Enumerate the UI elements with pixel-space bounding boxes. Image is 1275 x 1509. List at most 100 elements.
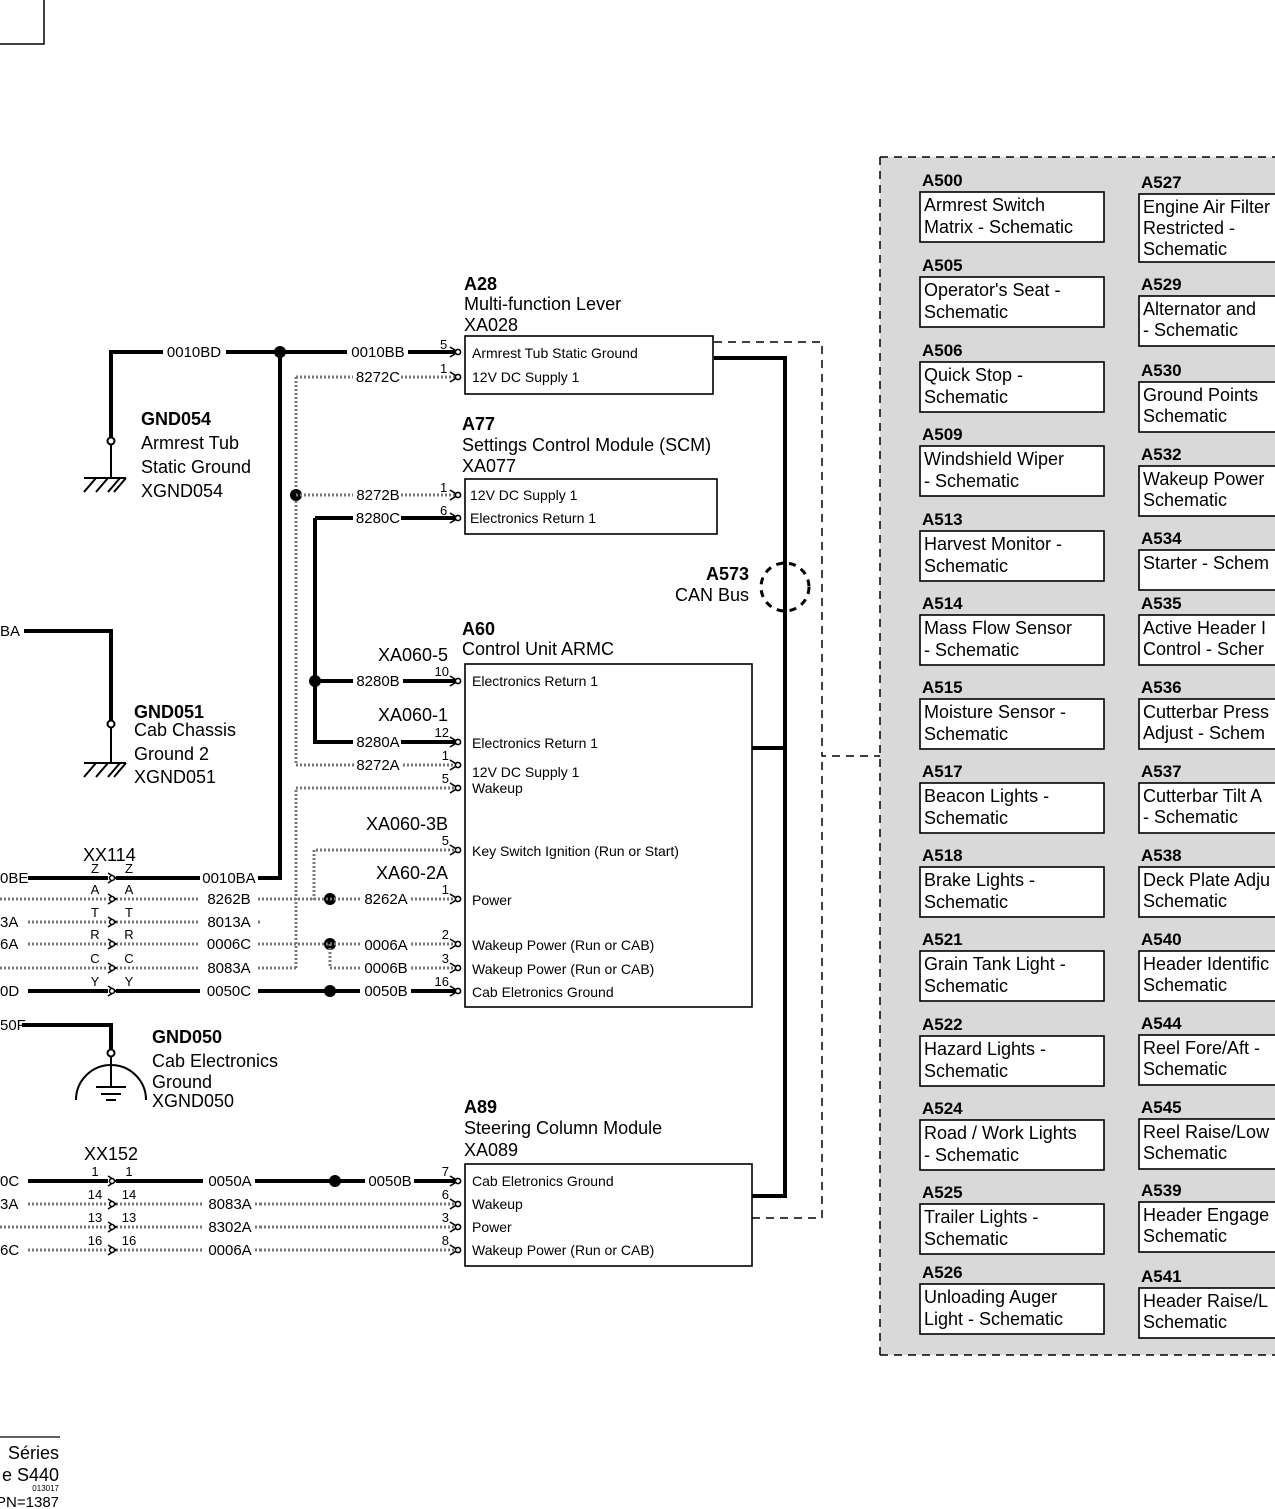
connector-pin-label: T [91,905,99,920]
connector-left-wire: 6C [0,1242,19,1259]
a89-connector: XA089 [464,1140,518,1160]
reference-text: Header Engage [1143,1205,1269,1225]
connector-right-wire: 8083A [207,960,250,977]
connector-pin-label: 16 [88,1233,102,1248]
xx114-id: XX114 [83,845,136,865]
reference-text: Ground Points [1143,385,1258,405]
connector-left-wire: 0C [0,1173,19,1190]
reference-box [919,782,1105,834]
can-bus-id: A573 [706,564,749,584]
pin-contact [454,784,462,792]
a60-pin-label: Wakeup Power (Run or CAB) [472,937,654,953]
connector-left-wire: 6A [0,936,18,953]
reference-id: A518 [922,846,963,865]
a28-module-box [464,335,714,395]
pin-contact [454,677,462,685]
pin-contact [454,964,462,972]
connector-pin-label: C [124,951,133,966]
ground-symbol-gnd051 [83,719,127,778]
reference-text: Restricted - [1143,218,1235,238]
connector-pin-label: T [125,905,133,920]
reference-text: Schematic [924,892,1008,912]
connector-pin [107,1175,118,1187]
pin-contact [454,738,462,746]
gnd054-line: Static Ground [141,457,251,477]
reference-text: Schematic [924,1061,1008,1081]
connector-pin-contact [108,1246,116,1254]
gnd051-line: Ground 2 [134,744,209,764]
connector-pin [107,962,118,974]
a60-pin-num: 1 [442,748,449,763]
reference-id: A540 [1141,930,1182,949]
reference-id: A524 [922,1099,963,1118]
a60-pin-label: Wakeup Power (Run or CAB) [472,961,654,977]
wire-label: 8280A [356,734,399,751]
connector-right-wire: 8083A [208,1196,251,1213]
a89-name: Steering Column Module [464,1118,662,1138]
reference-box [919,866,1105,918]
a60-pin-num: 10 [435,664,449,679]
connector-pin [107,1221,118,1233]
reference-text: Road / Work Lights [924,1123,1077,1143]
connector-pin-label: A [125,882,134,897]
reference-text: Schematic [924,302,1008,322]
footer-line3: PN=1387 [0,1494,59,1509]
ground-symbol-gnd050 [75,1048,147,1101]
reference-text: Engine Air Filter [1143,197,1270,217]
reference-text: Schematic [1143,1143,1227,1163]
reference-id: A535 [1141,594,1182,613]
reference-id: A513 [922,510,963,529]
reference-text: Light - Schematic [924,1309,1063,1329]
footer-line2: e S440 [2,1465,59,1485]
pin-contact [454,373,462,381]
wire-label: 8272C [356,369,400,386]
a60-pin-num: 5 [442,833,449,848]
reference-id: A530 [1141,361,1182,380]
reference-id: A538 [1141,846,1182,865]
reference-box [919,1203,1105,1255]
reference-text: Operator's Seat - [924,280,1061,300]
a77-module-box [464,478,718,535]
connector-pin-label: 13 [88,1210,102,1225]
pin-contact [454,1246,462,1254]
reference-box [919,191,1105,243]
a89-pin-label: Wakeup Power (Run or CAB) [472,1242,654,1258]
a60-pin-num: 5 [442,771,449,786]
connector-pin [107,916,118,928]
a89-pin-label: Wakeup [472,1196,523,1212]
reference-box [919,361,1105,413]
reference-box [919,1283,1105,1335]
reference-id: A525 [922,1183,963,1202]
wire-label: 0050B [368,1173,411,1190]
a28-pin-label: 12V DC Supply 1 [472,369,580,385]
gnd054-line: XGND054 [141,481,223,501]
reference-text: Header Raise/L [1143,1291,1268,1311]
footer-line1: Séries [8,1443,59,1463]
wire-label: 8272A [356,757,399,774]
wire-label: 50F [0,1017,26,1034]
reference-text: Windshield Wiper [924,449,1064,469]
a60-id: A60 [462,619,495,639]
reference-box [919,445,1105,497]
reference-id: A522 [922,1015,963,1034]
a60-pin-num: 2 [442,927,449,942]
reference-text: Control - Scher [1143,639,1264,659]
connector-pin-label: Z [91,861,99,876]
reference-text: Mass Flow Sensor [924,618,1072,638]
a60-pin-num: 16 [435,974,449,989]
connector-pin-label: Z [125,861,133,876]
connector-right-wire: 8262B [207,891,250,908]
connector-pin-label: Y [125,974,134,989]
connector-pin [107,1198,118,1210]
reference-box [1138,549,1275,591]
connector-left-wire: 3A [0,1196,18,1213]
reference-text: Schematic [924,724,1008,744]
reference-text: Alternator and [1143,299,1256,319]
a77-pin-label: Electronics Return 1 [470,510,596,526]
wire-label: 0010BD [167,344,221,361]
reference-text: Wakeup Power [1143,469,1264,489]
connector-pin-contact [108,918,116,926]
